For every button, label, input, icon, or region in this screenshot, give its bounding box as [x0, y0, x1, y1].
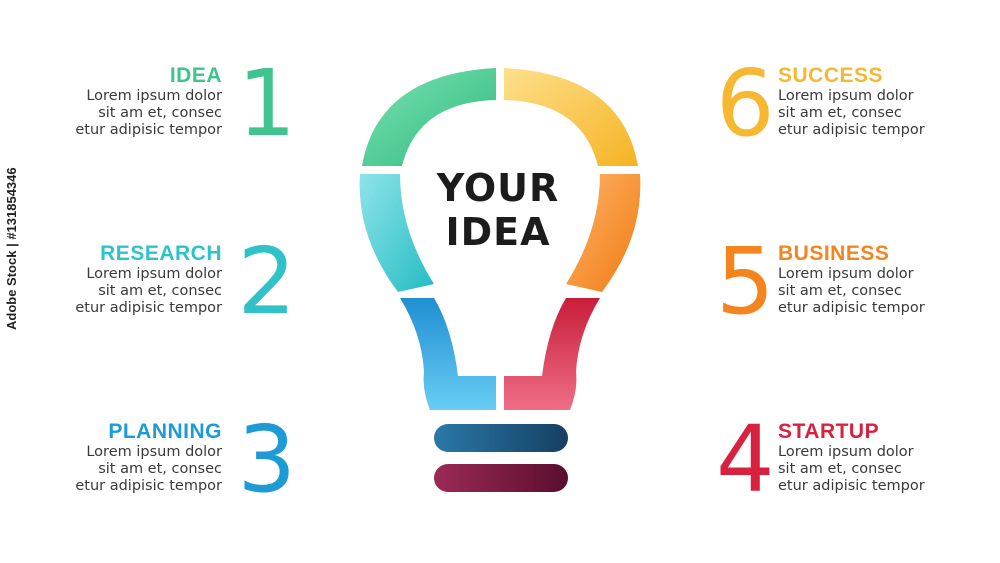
step-number: 4 — [716, 406, 775, 513]
body-line: etur adipisic tempor — [75, 300, 222, 316]
body-line: etur adipisic tempor — [778, 122, 925, 138]
body-line: Lorem ipsum dolor — [778, 266, 914, 282]
step-title: RESEARCH — [100, 242, 222, 265]
segment-success — [504, 68, 638, 166]
step-body: Lorem ipsum dolor sit am et, consec etur… — [778, 444, 948, 495]
segment-research — [359, 174, 434, 292]
lightbulb-icon — [359, 68, 641, 492]
step-research: RESEARCH Lorem ipsum dolor sit am et, co… — [0, 236, 300, 342]
segment-idea — [362, 68, 496, 166]
body-line: Lorem ipsum dolor — [86, 88, 222, 104]
step-body: Lorem ipsum dolor sit am et, consec etur… — [778, 266, 948, 317]
step-body: Lorem ipsum dolor sit am et, consec etur… — [52, 88, 222, 139]
step-number: 1 — [237, 50, 296, 157]
body-line: etur adipisic tempor — [778, 478, 925, 494]
body-line: sit am et, consec — [98, 283, 222, 299]
step-title: PLANNING — [108, 420, 222, 443]
center-title-line: IDEA — [445, 210, 551, 254]
step-title: STARTUP — [778, 420, 880, 443]
step-number: 5 — [716, 228, 775, 335]
segment-business — [566, 174, 641, 292]
step-business: 5 BUSINESS Lorem ipsum dolor sit am et, … — [716, 236, 1000, 342]
step-title: BUSINESS — [778, 242, 890, 265]
step-title: IDEA — [169, 64, 222, 87]
bulb-base-top — [434, 424, 568, 452]
step-planning: PLANNING Lorem ipsum dolor sit am et, co… — [0, 414, 300, 520]
body-line: etur adipisic tempor — [778, 300, 925, 316]
step-number: 3 — [237, 406, 296, 513]
step-body: Lorem ipsum dolor sit am et, consec etur… — [52, 444, 222, 495]
step-idea: IDEA Lorem ipsum dolor sit am et, consec… — [0, 58, 300, 164]
segment-startup — [504, 298, 600, 410]
step-body: Lorem ipsum dolor sit am et, consec etur… — [778, 88, 948, 139]
segment-planning — [400, 298, 496, 410]
body-line: sit am et, consec — [778, 283, 902, 299]
step-number: 6 — [716, 50, 775, 157]
body-line: sit am et, consec — [778, 461, 902, 477]
body-line: etur adipisic tempor — [75, 478, 222, 494]
body-line: sit am et, consec — [778, 105, 902, 121]
body-line: Lorem ipsum dolor — [86, 444, 222, 460]
body-line: etur adipisic tempor — [75, 122, 222, 138]
stock-id-watermark: Adobe Stock | #131854346 — [4, 167, 19, 330]
body-line: sit am et, consec — [98, 461, 222, 477]
body-line: Lorem ipsum dolor — [86, 266, 222, 282]
step-startup: 4 STARTUP Lorem ipsum dolor sit am et, c… — [716, 414, 1000, 520]
body-line: Lorem ipsum dolor — [778, 444, 914, 460]
bulb-base-bottom — [434, 464, 568, 492]
body-line: sit am et, consec — [98, 105, 222, 121]
body-line: Lorem ipsum dolor — [778, 88, 914, 104]
center-title-line: YOUR — [436, 166, 560, 210]
step-body: Lorem ipsum dolor sit am et, consec etur… — [52, 266, 222, 317]
step-number: 2 — [237, 228, 296, 335]
step-title: SUCCESS — [778, 64, 884, 87]
center-title: YOUR IDEA — [398, 166, 598, 254]
step-success: 6 SUCCESS Lorem ipsum dolor sit am et, c… — [716, 58, 1000, 164]
